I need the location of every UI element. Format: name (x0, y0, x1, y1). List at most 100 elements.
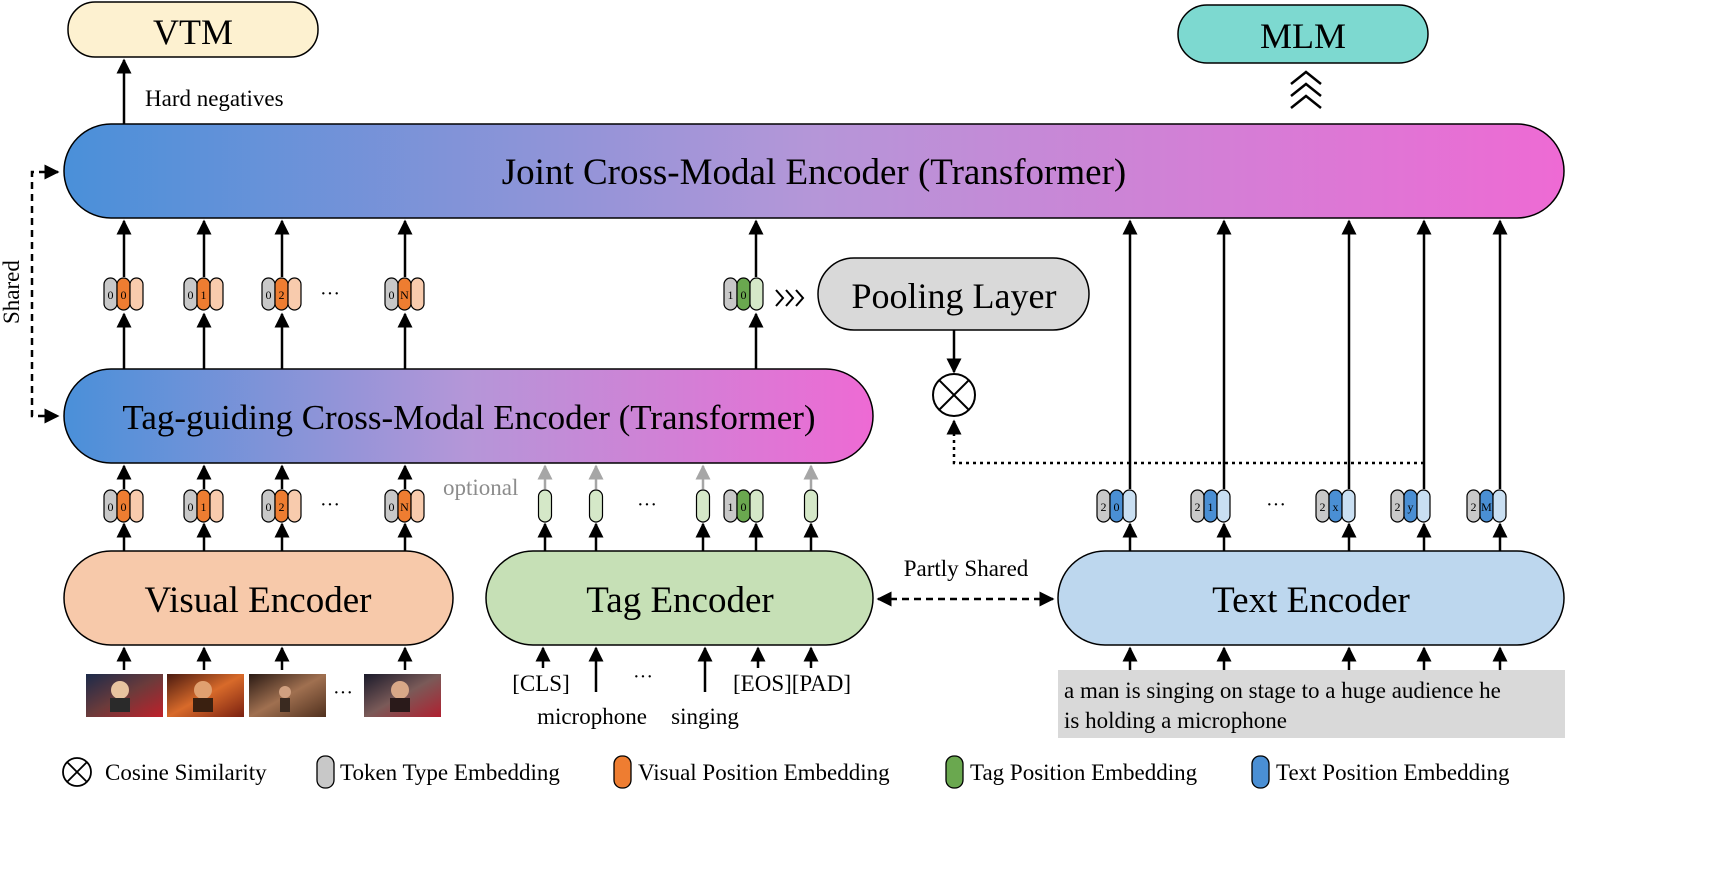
legend-cosine-icon (62, 757, 92, 787)
text-token-4-feature (1492, 489, 1507, 523)
lower-tag-cls-token-type-text: 1 (728, 500, 734, 514)
shared-label: Shared (0, 260, 24, 324)
joint-cross-modal-encoder: Joint Cross-Modal Encoder (Transformer) (63, 123, 1565, 219)
lower-visual-token-1-feature (209, 489, 224, 523)
tag-input-microphone: microphone (537, 704, 647, 729)
lower-visual-token-0-pos-text: 0 (121, 500, 127, 514)
lower-visual-token-0-type-text: 0 (108, 500, 114, 514)
legend-label-token-type: Token Type Embedding (340, 760, 560, 785)
text-token-2-pos-text: x (1333, 500, 1339, 514)
text-token-0-feature (1122, 489, 1137, 523)
optional-label: optional (443, 475, 518, 500)
tag-guiding-encoder-label: Tag-guiding Cross-Modal Encoder (Transfo… (122, 398, 815, 437)
text-token-ellipsis: ··· (1266, 494, 1286, 516)
legend-token-type: Token Type Embedding (316, 755, 560, 789)
text-token-1-pos-text: 1 (1208, 500, 1214, 514)
video-frame-3 (249, 674, 326, 717)
tag-encoder-label: Tag Encoder (586, 580, 773, 621)
visual-encoder: Visual Encoder (63, 550, 454, 646)
cosine-similarity-icon (932, 373, 976, 417)
tag-guiding-cross-modal-encoder: Tag-guiding Cross-Modal Encoder (Transfo… (63, 368, 874, 464)
lower-visual-token-2-feature (287, 489, 302, 523)
text-cls-dotted-connector (946, 419, 1424, 465)
vtm-label: VTM (153, 12, 233, 52)
tag-feature-token-0 (537, 489, 553, 523)
text-token-3-feature (1416, 489, 1431, 523)
pooling-layer: Pooling Layer (817, 257, 1090, 331)
upper-visual-token-1-pos-text: 1 (201, 288, 207, 302)
lower-visual-token-3-type-text: 0 (389, 500, 395, 514)
text-encoder-label: Text Encoder (1212, 580, 1410, 621)
lower-tag-cls-token-pos-text: 0 (741, 500, 747, 514)
text-token-0-type-text: 2 (1101, 500, 1107, 514)
caption-line-2: is holding a microphone (1064, 708, 1287, 733)
upper-tag-cls-token-feature (749, 277, 764, 311)
vtm-head: VTM (67, 1, 319, 58)
lower-visual-token-2-type-text: 0 (266, 500, 272, 514)
upper-visual-token-0-pos-text: 0 (121, 288, 127, 302)
upper-tag-cls-token-pos-text: 0 (741, 288, 747, 302)
legend-label-visual-position: Visual Position Embedding (638, 760, 890, 785)
video-frame-2 (167, 674, 244, 717)
lower-visual-token-3-feature (410, 489, 425, 523)
text-token-2-type-text: 2 (1320, 500, 1326, 514)
mlm-label: MLM (1260, 16, 1346, 56)
caption-line-1: a man is singing on stage to a huge audi… (1064, 678, 1501, 703)
upper-visual-ellipsis: ··· (320, 283, 340, 305)
hard-negatives-label: Hard negatives (145, 86, 284, 111)
text-token-4-pos-text: M (1481, 500, 1492, 514)
tag-input-eos-pad: [EOS][PAD] (733, 671, 851, 696)
upper-visual-token-3-type-text: 0 (389, 288, 395, 302)
upper-visual-token-2-feature (287, 277, 302, 311)
upper-visual-token-3-feature (410, 277, 425, 311)
upper-visual-token-0-feature (129, 277, 144, 311)
legend-text-position-icon (1251, 755, 1270, 789)
legend-text-position: Text Position Embedding (1251, 755, 1510, 789)
tag-feature-token-2 (695, 489, 711, 523)
lower-visual-token-0-feature (129, 489, 144, 523)
upper-visual-token-2-type-text: 0 (266, 288, 272, 302)
upper-visual-token-1-feature (209, 277, 224, 311)
text-token-4-type-text: 2 (1471, 500, 1477, 514)
legend-tag-position-icon (945, 755, 964, 789)
text-token-2-feature (1341, 489, 1356, 523)
legend-label-tag-position: Tag Position Embedding (970, 760, 1198, 785)
lower-visual-ellipsis: ··· (320, 494, 340, 516)
joint-encoder-label: Joint Cross-Modal Encoder (Transformer) (502, 152, 1126, 193)
mlm-chevrons-icon (1290, 70, 1322, 109)
legend-label-cosine: Cosine Similarity (105, 760, 267, 785)
text-token-3-pos-text: y (1408, 500, 1414, 514)
tag-input-cls: [CLS] (512, 671, 570, 696)
upper-visual-token-0-type-text: 0 (108, 288, 114, 302)
pooling-layer-label: Pooling Layer (852, 276, 1057, 316)
legend-visual-position-icon (613, 755, 632, 789)
legend-label-text-position: Text Position Embedding (1276, 760, 1510, 785)
tag-token-ellipsis: ··· (637, 494, 657, 516)
legend-tag-position: Tag Position Embedding (945, 755, 1198, 789)
tag-encoder: Tag Encoder (485, 550, 874, 646)
mlm-head: MLM (1177, 4, 1429, 64)
text-token-1-feature (1216, 489, 1231, 523)
text-encoder: Text Encoder (1057, 550, 1565, 646)
caption-box: a man is singing on stage to a huge audi… (1058, 670, 1565, 738)
lower-visual-token-2-pos-text: 2 (279, 500, 285, 514)
lower-tag-cls-token-feature (749, 489, 764, 523)
lower-visual-token-1-type-text: 0 (188, 500, 194, 514)
tag-feature-token-1 (588, 489, 604, 523)
partly-shared-label: Partly Shared (904, 556, 1029, 581)
legend: Cosine Similarity Token Type Embedding V… (62, 755, 1510, 789)
upper-visual-token-2-pos-text: 2 (279, 288, 285, 302)
lower-visual-token-1-pos-text: 1 (201, 500, 207, 514)
video-frames: ··· (86, 674, 441, 717)
legend-cosine-similarity: Cosine Similarity (62, 757, 267, 787)
video-frame-4 (364, 674, 441, 717)
video-frame-1 (86, 674, 163, 717)
triple-chevron-icon (775, 289, 805, 307)
frame-ellipsis: ··· (333, 682, 353, 704)
lower-visual-token-3-pos-text: N (400, 500, 409, 514)
tag-feature-token-3 (803, 489, 819, 523)
tag-input-singing: singing (671, 704, 739, 729)
